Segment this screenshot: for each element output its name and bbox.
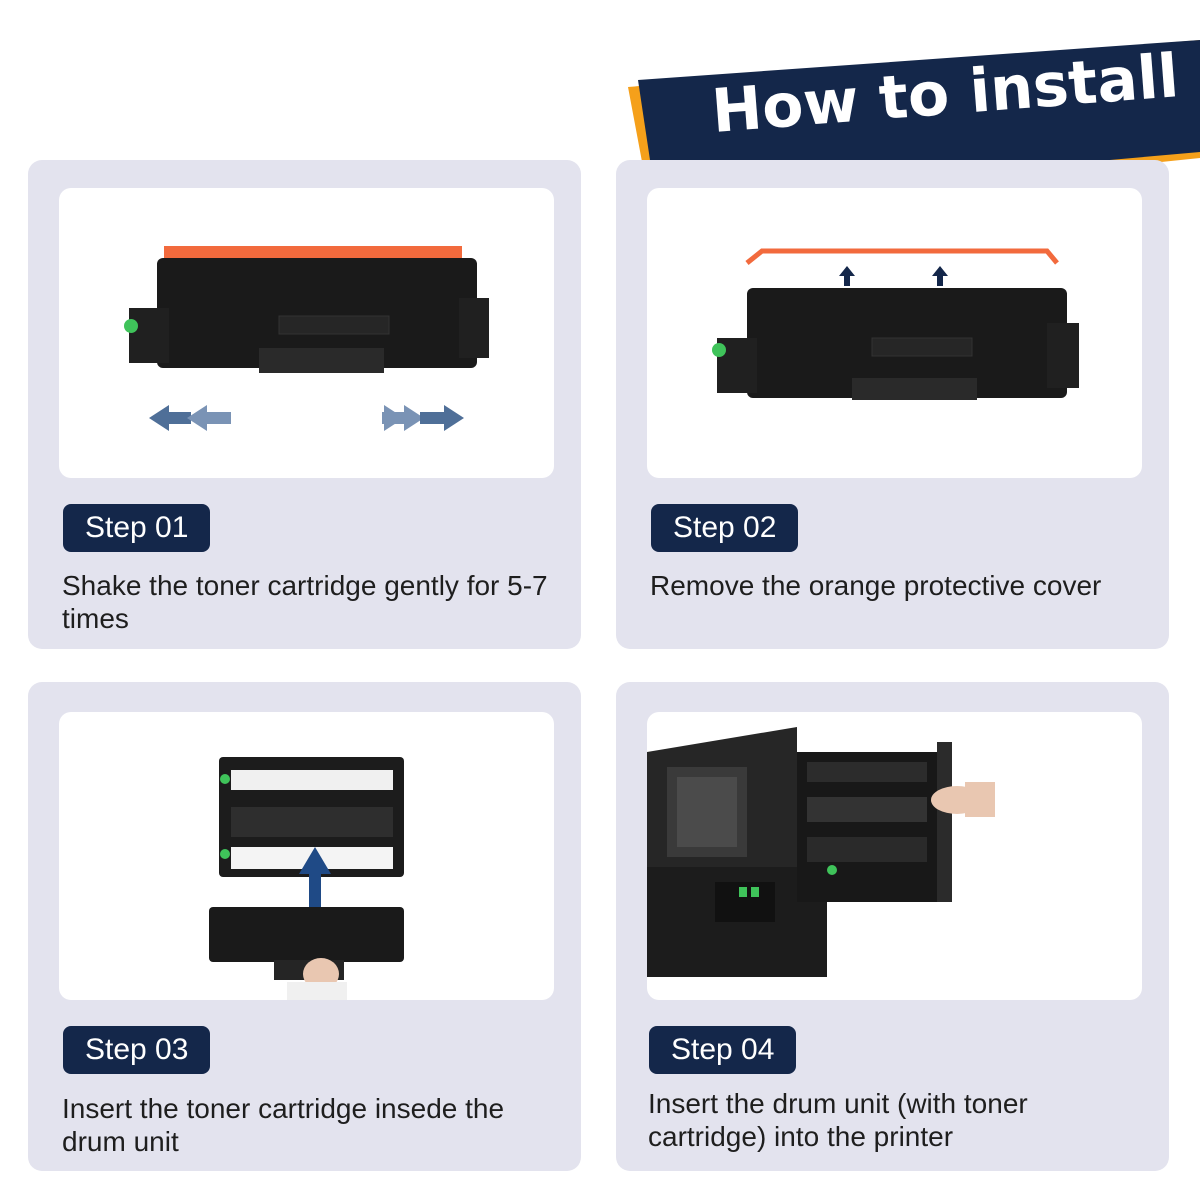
drum-unit-illustration <box>209 757 404 1000</box>
step-description: Shake the toner cartridge gently for 5-7… <box>62 570 548 634</box>
step-badge: Step 04 <box>649 1026 797 1074</box>
step-01-image <box>59 188 554 478</box>
toner-cover-illustration <box>712 248 1079 400</box>
step-description: Insert the drum unit (with toner cartrid… <box>648 1088 1028 1152</box>
step-badge: Step 01 <box>63 504 211 552</box>
step-description: Insert the toner cartridge insede the dr… <box>62 1093 505 1157</box>
step-card-04: Step 04 Insert the drum unit (with toner… <box>616 682 1169 1171</box>
step-badge: Step 03 <box>63 1026 211 1074</box>
step-badge: Step 02 <box>651 504 799 552</box>
step-description: Remove the orange protective cover <box>650 570 1102 601</box>
step-card-03: Step 03 Insert the toner cartridge insed… <box>28 682 581 1171</box>
toner-cartridge-illustration <box>124 246 489 431</box>
printer-illustration <box>647 727 995 977</box>
step-03-image <box>59 712 554 1000</box>
shake-right-arrows <box>382 405 464 431</box>
step-card-01: Step 01 Shake the toner cartridge gently… <box>28 160 581 649</box>
step-04-image <box>647 712 1142 1000</box>
step-02-image <box>647 188 1142 478</box>
shake-left-arrows <box>149 405 231 431</box>
step-card-02: Step 02 Remove the orange protective cov… <box>616 160 1169 649</box>
lift-up-arrows <box>839 266 948 286</box>
